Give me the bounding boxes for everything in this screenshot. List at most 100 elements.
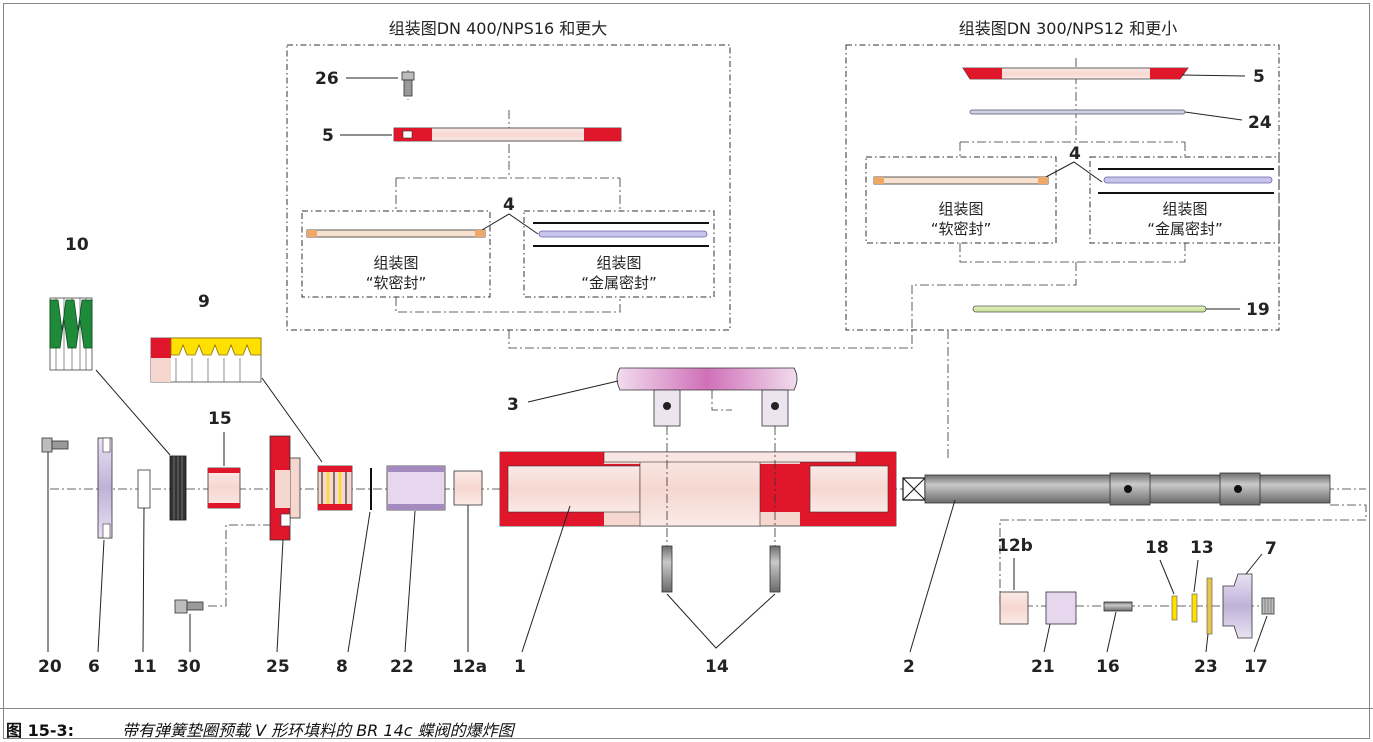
right-bottom-axis (911, 243, 1186, 330)
label-14: 14 (705, 657, 729, 677)
right-stub-axis (999, 504, 1367, 607)
leader-14 (666, 593, 776, 649)
diagram-canvas: 组装图DN 400/NPS16 和更大 组装图DN 300/NPS12 和更小 … (38, 19, 1367, 677)
leader-16 (1106, 611, 1117, 653)
part-2-shaft (902, 472, 1331, 506)
installed-packing-set (317, 465, 353, 511)
metal-seal-caption-left-1: 组装图 (596, 254, 641, 272)
label-10: 10 (65, 235, 89, 255)
leader-4-right (1043, 161, 1103, 183)
part-14-taper-pins (661, 545, 781, 593)
part-1-valve-body (499, 451, 897, 527)
part-4-metal-seal-right (1098, 168, 1274, 194)
leader-18 (1159, 559, 1175, 595)
left-group-title: 组装图DN 400/NPS16 和更大 (389, 19, 608, 38)
leader-3 (527, 380, 619, 403)
leader-9 (261, 377, 323, 463)
leader-24 (1184, 111, 1243, 121)
leader-6 (97, 539, 105, 653)
label-13: 13 (1190, 538, 1214, 558)
label-16: 16 (1096, 657, 1120, 677)
label-5-right: 5 (1253, 67, 1265, 87)
label-18: 18 (1145, 538, 1169, 558)
part-22-bushing (386, 465, 446, 511)
label-15: 15 (208, 409, 232, 429)
part-12b-bushing (999, 591, 1029, 625)
leader-7 (1245, 553, 1263, 575)
part-16-stub-shaft (1103, 601, 1133, 612)
part-4-soft-seal-right (873, 176, 1049, 185)
part-5-retaining-ring-right (962, 67, 1189, 80)
part-17-plug (1261, 597, 1275, 615)
part-5-retaining-ring-left (393, 127, 622, 142)
label-9: 9 (198, 292, 210, 312)
label-2: 2 (903, 657, 915, 677)
right-seat-axis (959, 58, 1186, 157)
leader-11 (142, 507, 145, 653)
part-26-screw (401, 71, 415, 97)
leader-22 (404, 510, 416, 653)
right-group-title: 组装图DN 300/NPS12 和更小 (959, 19, 1178, 38)
label-11: 11 (133, 657, 157, 677)
left-seat-axis (395, 110, 621, 211)
label-21: 21 (1031, 657, 1055, 677)
left-group-frame (286, 44, 731, 331)
label-3: 3 (507, 395, 519, 415)
label-6: 6 (88, 657, 100, 677)
label-19: 19 (1246, 300, 1270, 320)
disc-pin-axis (666, 390, 776, 546)
part-30-screw (174, 599, 204, 614)
part-6-gland-flange (97, 437, 113, 539)
leader-25 (276, 539, 284, 653)
leader-1 (521, 505, 571, 653)
label-7: 7 (1265, 539, 1277, 559)
figure-border (3, 3, 1370, 739)
leader-4-left (481, 213, 539, 235)
part-15-spacer (207, 467, 241, 509)
label-4-right: 4 (1069, 144, 1081, 164)
right-metal-seal-frame (1089, 156, 1280, 244)
part-25-packing-gland (269, 435, 301, 541)
label-5-left: 5 (322, 126, 334, 146)
part-4-soft-seal-left (306, 229, 486, 238)
part-7-end-cover (1222, 573, 1253, 639)
label-17: 17 (1244, 657, 1268, 677)
figure-caption: 图 15-3: 带有弹簧垫圈预载 V 形环填料的 BR 14c 蝶阀的爆炸图 (0, 708, 1373, 742)
label-12a: 12a (452, 657, 487, 677)
label-30: 30 (177, 657, 201, 677)
label-4-left: 4 (503, 195, 515, 215)
soft-seal-caption-left-1: 组装图 (373, 254, 418, 272)
label-1: 1 (514, 657, 526, 677)
leader-21 (1043, 623, 1051, 653)
right-soft-seal-frame (865, 156, 1057, 244)
leader-23 (1205, 633, 1209, 653)
part-18-washer (1171, 595, 1178, 621)
label-8: 8 (336, 657, 348, 677)
right-group-frame (845, 44, 1280, 331)
group-connector (508, 330, 913, 349)
part-9-v-ring-packing (150, 337, 262, 383)
caption-text: 带有弹簧垫圈预载 V 形环填料的 BR 14c 蝶阀的爆炸图 (122, 721, 514, 740)
spring-washer-stack (169, 455, 187, 521)
label-24: 24 (1248, 113, 1272, 133)
leader-17 (1253, 615, 1268, 653)
part-20-screw (41, 437, 69, 453)
part-10-packing-rings (49, 297, 93, 371)
leader-8 (347, 511, 371, 653)
caption-number: 图 15-3: (6, 721, 75, 740)
leader-13 (1193, 559, 1199, 593)
left-metal-seal-frame (523, 210, 715, 298)
label-26: 26 (315, 69, 339, 89)
soft-seal-caption-right-1: 组装图 (938, 200, 983, 218)
leader-5-right (1181, 74, 1246, 77)
label-12b: 12b (997, 536, 1033, 556)
metal-seal-caption-right-1: 组装图 (1162, 200, 1207, 218)
part-12a-bushing (453, 470, 483, 506)
leader-10 (95, 369, 171, 456)
part-21-bushing (1045, 591, 1077, 625)
label-22: 22 (390, 657, 414, 677)
label-20: 20 (38, 657, 62, 677)
label-23: 23 (1194, 657, 1218, 677)
left-bottom-axis (395, 297, 621, 313)
